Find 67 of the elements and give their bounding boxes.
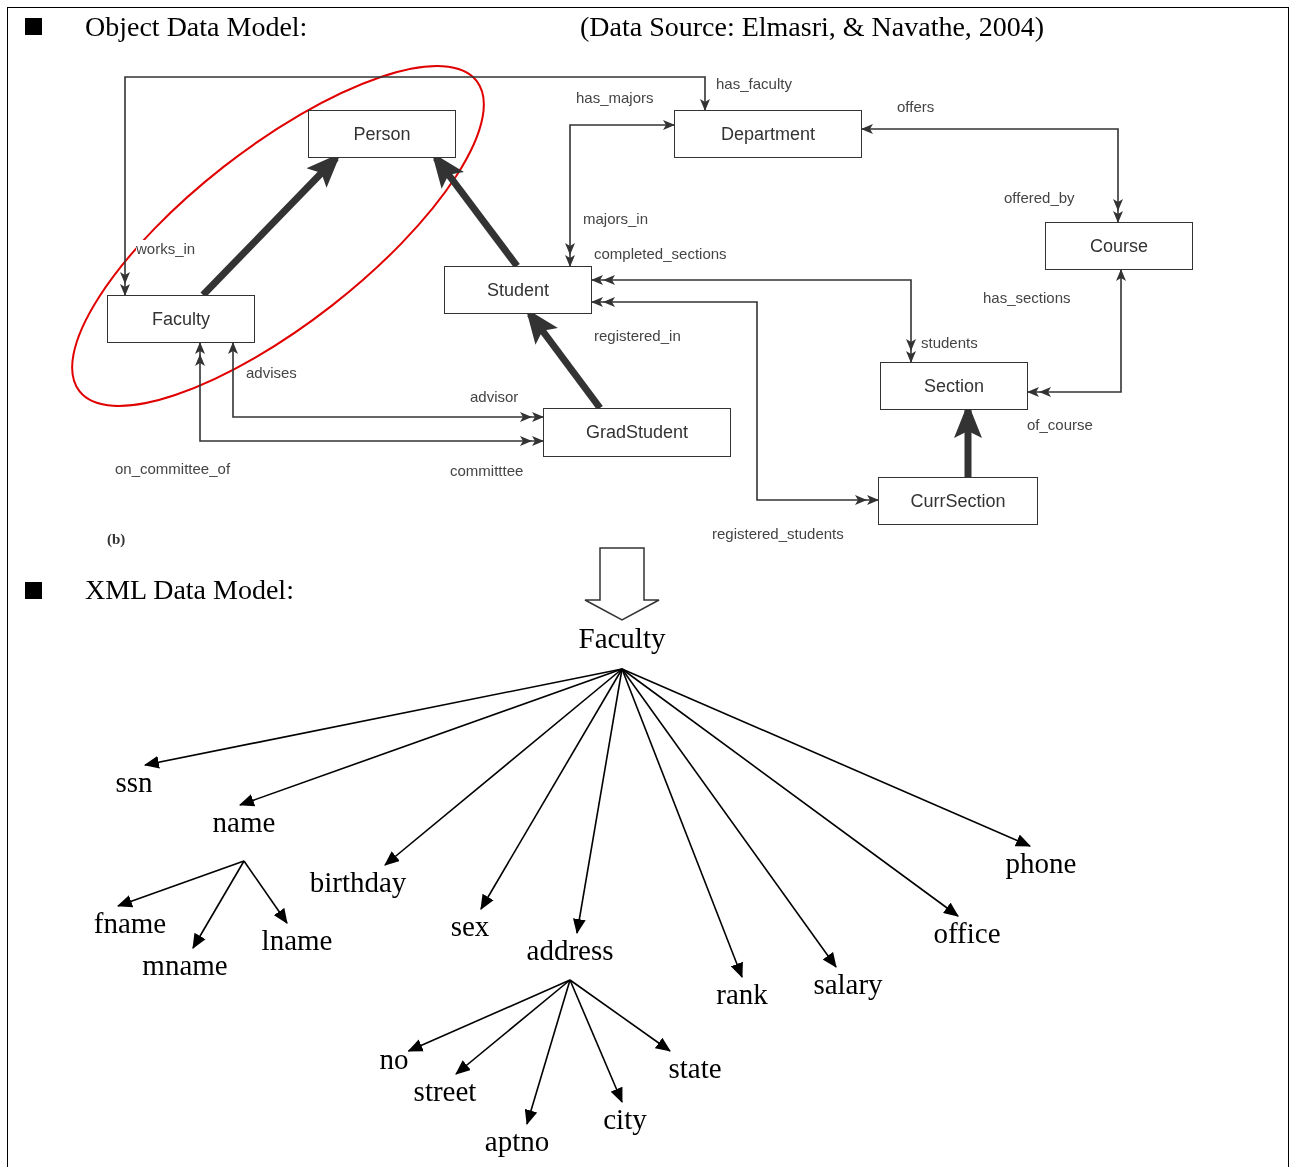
relationship-line [591, 275, 916, 363]
arrow [117, 860, 245, 908]
arrow [569, 979, 671, 1052]
arrow [573, 668, 623, 935]
arrow [480, 668, 623, 910]
arrow [524, 979, 571, 1126]
tree-node-label: ssn [115, 765, 153, 799]
relationship-line [861, 124, 1123, 223]
tree-node-label: office [933, 916, 1001, 950]
section-heading: Object Data Model: [85, 11, 308, 43]
arrow [621, 668, 959, 917]
tree-node-label: phone [1005, 846, 1077, 880]
role-label: has_faculty [716, 75, 792, 93]
entity-box: CurrSection [878, 477, 1038, 525]
tree-node-label: salary [813, 967, 883, 1001]
tree-node-label: birthday [309, 865, 407, 899]
tree-node-label: name [212, 805, 276, 861]
tree-node-label: sex [450, 909, 490, 943]
arrow [621, 668, 743, 978]
arrow [621, 668, 837, 968]
arrow [455, 979, 571, 1075]
edge-label: completed_sections [594, 245, 727, 263]
tree-node-label: rank [716, 977, 768, 1011]
arrow [243, 860, 288, 924]
role-label: has_majors [576, 89, 654, 107]
arrow [569, 979, 623, 1103]
tree-node-label: fname [93, 906, 167, 940]
relationship-line [195, 342, 544, 446]
edge-label: on_committee_of [115, 460, 231, 478]
entity-box: Course [1045, 222, 1193, 270]
arrow [239, 668, 623, 807]
edge-label: majors_in [583, 210, 649, 228]
panel-label: (b) [107, 531, 126, 548]
entity-box: Faculty [107, 295, 255, 343]
entity-box: Student [444, 266, 592, 314]
arrow [143, 668, 623, 769]
arrow [192, 860, 245, 949]
tree-node-label: state [668, 1051, 722, 1085]
relationship-line [228, 342, 544, 422]
tree-node-label: Faculty [578, 621, 666, 669]
tree-node-label: street [413, 1074, 477, 1108]
section-heading: XML Data Model: [85, 574, 294, 606]
edge-label: registered_in [594, 327, 681, 345]
arrow [384, 668, 623, 866]
tree-node-label: aptno [484, 1124, 550, 1158]
relationship-line [591, 297, 879, 505]
hollow-block-arrow [584, 547, 660, 621]
relationship-line [120, 76, 710, 296]
entity-box: Person [308, 110, 456, 158]
relationship-line [1027, 269, 1126, 397]
entity-box: Section [880, 362, 1028, 410]
tree-node-label: lname [261, 923, 333, 957]
arrow [407, 979, 571, 1052]
entity-box: Department [674, 110, 862, 158]
relationship-line [565, 120, 675, 267]
tree-node-label: city [603, 1102, 647, 1136]
tree-node-label: mname [142, 948, 228, 982]
edge-label: has_sections [983, 289, 1071, 307]
role-label: registered_students [712, 525, 844, 543]
tree-node-label: address [526, 933, 614, 980]
role-label: of_course [1027, 416, 1093, 434]
tree-node-label: no [379, 1042, 409, 1076]
arrow [621, 668, 1031, 847]
section-heading: (Data Source: Elmasri, & Navathe, 2004) [580, 11, 1045, 43]
role-label: offered_by [1004, 189, 1075, 207]
edge-label: works_in [136, 240, 196, 258]
entity-box: GradStudent [543, 408, 731, 457]
